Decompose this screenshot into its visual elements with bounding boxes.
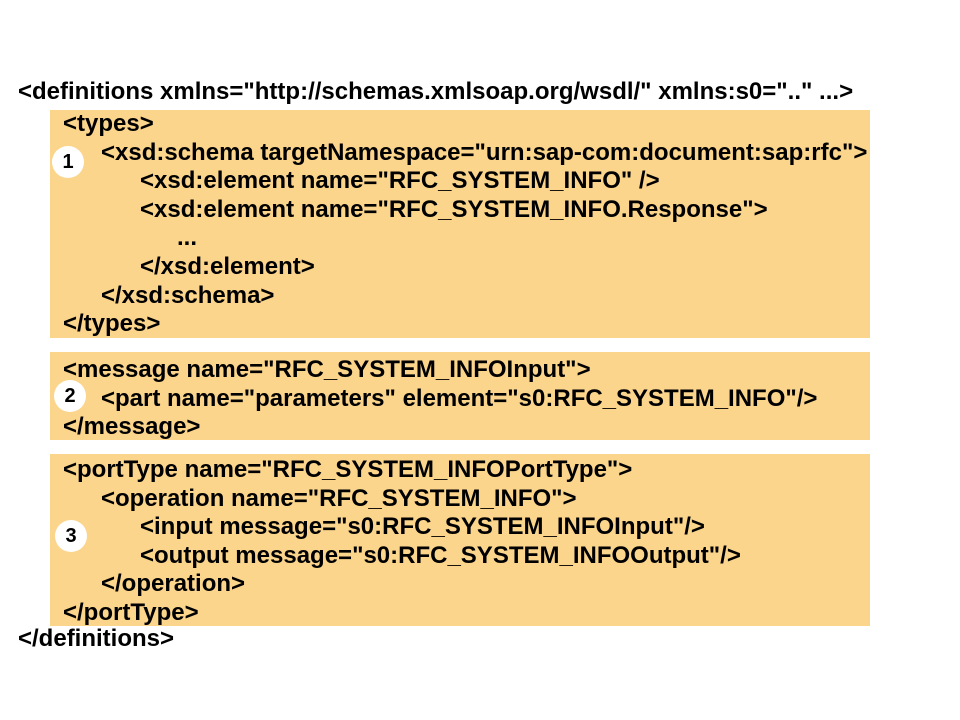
definitions-close-line: </definitions> (18, 625, 175, 652)
definitions-open-line: <definitions xmlns="http://schemas.xmlso… (18, 78, 854, 105)
code-line: </types> (63, 310, 161, 338)
code-line: <input message="s0:RFC_SYSTEM_INFOInput"… (140, 513, 705, 541)
step-1-badge: 1 (52, 146, 84, 178)
code-line: </message> (63, 413, 201, 441)
code-line: </portType> (63, 598, 199, 626)
code-line: <types> (63, 110, 154, 137)
code-line: <xsd:schema targetNamespace="urn:sap-com… (101, 138, 868, 166)
code-line: <portType name="RFC_SYSTEM_INFOPortType"… (63, 456, 633, 483)
porttype-block: <portType name="RFC_SYSTEM_INFOPortType"… (50, 454, 870, 626)
code-line: <output message="s0:RFC_SYSTEM_INFOOutpu… (140, 541, 741, 569)
types-block: <types><xsd:schema targetNamespace="urn:… (50, 110, 870, 338)
code-line: <xsd:element name="RFC_SYSTEM_INFO.Respo… (140, 195, 768, 223)
step-3-badge-number: 3 (65, 525, 77, 547)
code-line: ... (177, 224, 198, 252)
code-line: </operation> (101, 570, 246, 598)
code-line: <message name="RFC_SYSTEM_INFOInput"> (63, 356, 591, 383)
step-2-badge-number: 2 (64, 385, 76, 407)
message-block: <message name="RFC_SYSTEM_INFOInput"><pa… (50, 352, 870, 440)
code-line: </xsd:element> (140, 252, 315, 280)
code-line: <operation name="RFC_SYSTEM_INFO"> (101, 484, 577, 512)
code-line: <part name="parameters" element="s0:RFC_… (101, 384, 818, 412)
step-1-badge-number: 1 (62, 151, 74, 173)
step-2-badge: 2 (54, 380, 86, 412)
code-line: </xsd:schema> (101, 281, 275, 309)
code-line: <xsd:element name="RFC_SYSTEM_INFO" /> (140, 167, 660, 195)
step-3-badge: 3 (55, 520, 87, 552)
